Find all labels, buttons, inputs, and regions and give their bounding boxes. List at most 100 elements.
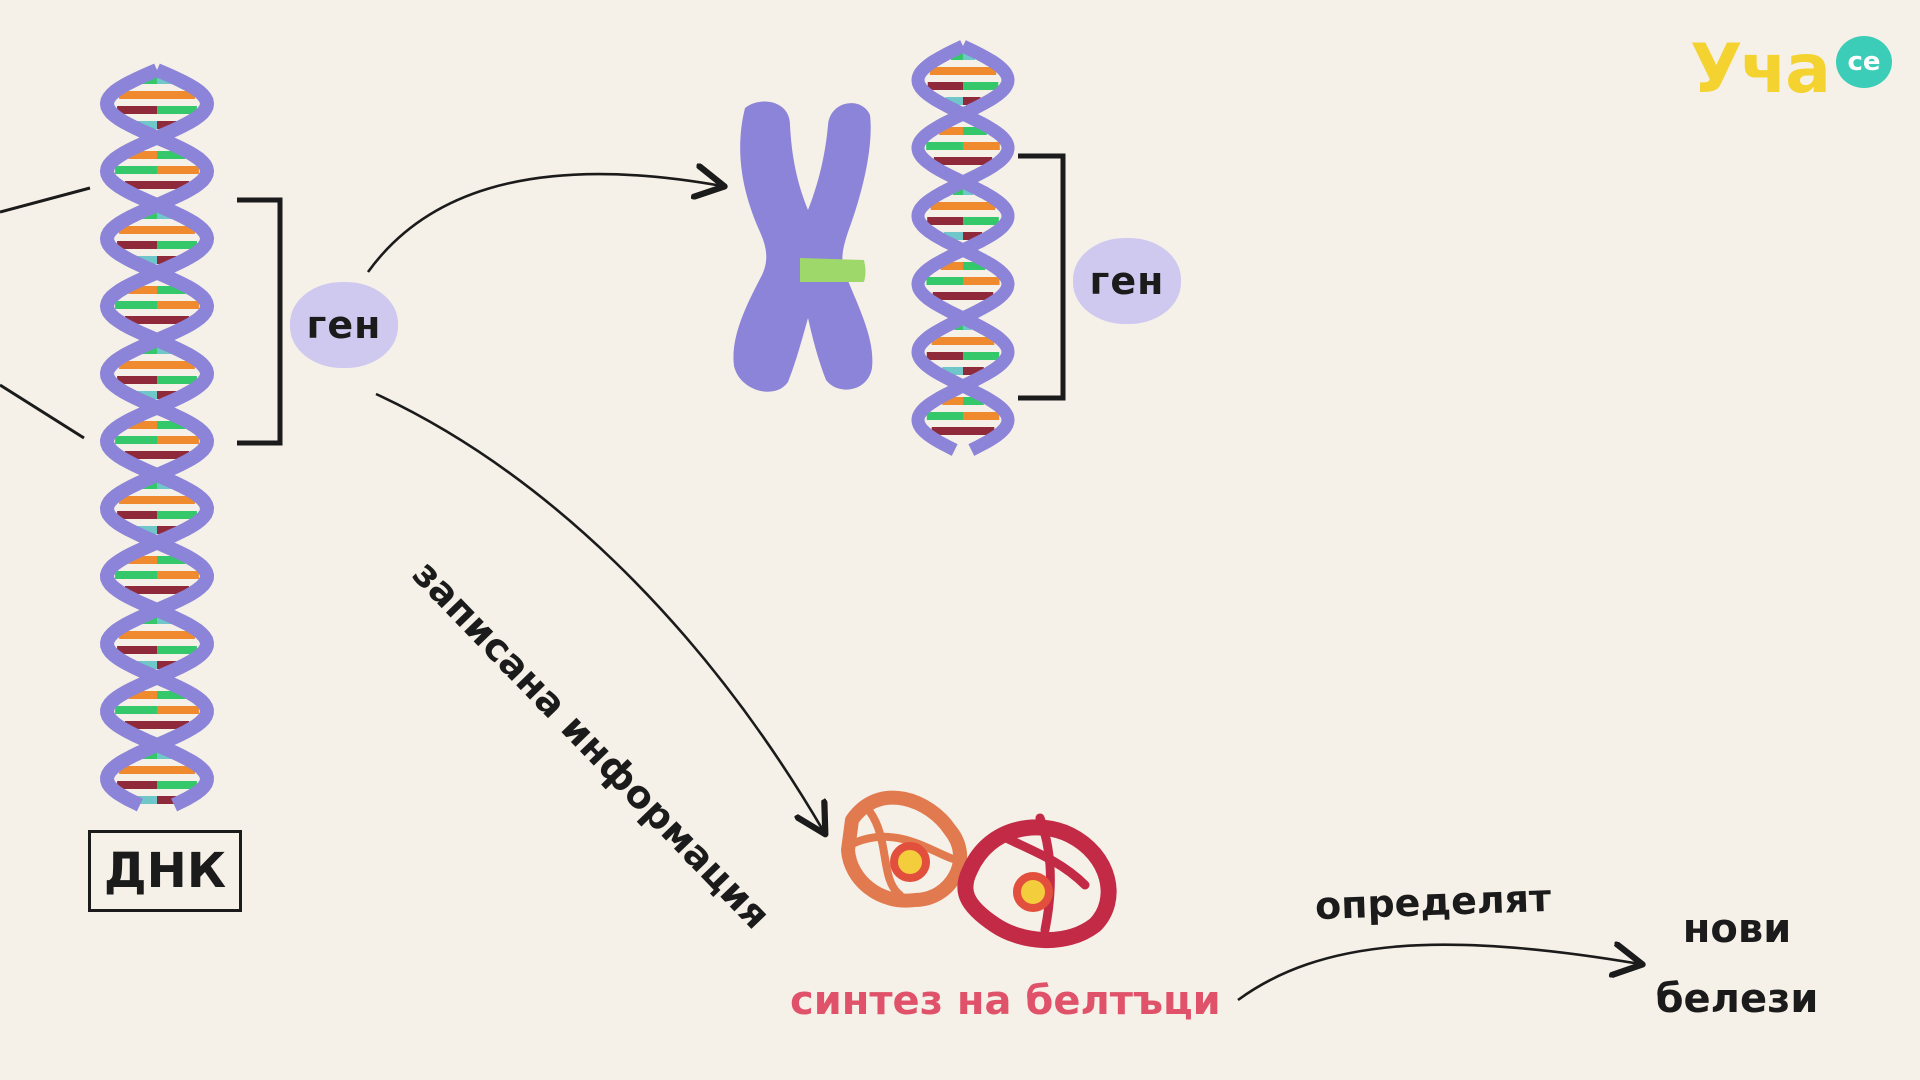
new-traits-label: нови белези — [1652, 894, 1822, 1034]
base-pair-left-half — [115, 571, 157, 579]
base-pair-left-half — [942, 397, 963, 405]
protein-synthesis-label: синтез на белтъци — [790, 978, 1221, 1024]
dna-label-box: ДНК — [88, 830, 242, 912]
base-pair-right-half — [157, 376, 197, 384]
base-pair-right-half — [963, 157, 993, 165]
zoom-line-top — [0, 186, 91, 214]
base-pair-right-half — [963, 427, 995, 435]
base-pair-left-half — [137, 121, 157, 129]
base-pair-left-half — [931, 337, 963, 345]
base-pair-left-half — [124, 181, 157, 189]
base-pair-right-half — [157, 661, 177, 669]
base-pair-left-half — [939, 127, 963, 135]
base-pair-left-half — [137, 526, 157, 534]
base-pair-right-half — [963, 232, 983, 240]
base-pair-left-half — [940, 262, 963, 270]
base-pair-right-half — [157, 391, 177, 399]
base-pair-right-half — [157, 646, 197, 654]
base-pair-right-half — [157, 181, 190, 189]
base-pair-left-half — [930, 202, 963, 210]
base-pair-right-half — [157, 256, 177, 264]
base-pair-left-half — [926, 142, 963, 150]
base-pair-left-half — [933, 157, 963, 165]
base-pair-right-half — [157, 571, 199, 579]
base-pair-right-half — [157, 151, 186, 159]
base-pair-left-half — [128, 556, 157, 564]
new-traits-line1: нови — [1682, 906, 1792, 952]
base-pair-right-half — [157, 781, 197, 789]
gene-label-left: ген — [290, 282, 398, 368]
base-pair-left-half — [124, 316, 157, 324]
dna-strand-b — [99, 63, 215, 812]
base-pair-left-half — [128, 286, 157, 294]
base-pair-right-half — [963, 337, 995, 345]
arrow-to-traits — [1237, 945, 1640, 1002]
logo-text: Уча — [1690, 30, 1831, 109]
protein-orange — [841, 790, 967, 908]
dna-label: ДНК — [103, 843, 227, 899]
base-pair-left-half — [117, 241, 157, 249]
gene-label-left-text: ген — [306, 303, 382, 347]
base-pair-left-half — [119, 91, 157, 99]
base-pair-left-half — [128, 421, 157, 429]
base-pair-left-half — [115, 706, 157, 714]
base-pair-left-half — [137, 391, 157, 399]
base-pair-right-half — [157, 631, 195, 639]
base-pair-right-half — [157, 796, 177, 804]
arrow-to-proteins — [375, 392, 824, 832]
base-pair-left-half — [124, 451, 157, 459]
base-pair-right-half — [157, 316, 190, 324]
base-pair-right-half — [157, 706, 199, 714]
base-pair-right-half — [157, 361, 195, 369]
base-pair-left-half — [926, 352, 963, 360]
base-pair-right-half — [157, 451, 190, 459]
zoom-line-bottom — [0, 383, 85, 440]
base-pair-left-half — [117, 646, 157, 654]
base-pair-right-half — [963, 142, 1000, 150]
base-pair-right-half — [157, 106, 197, 114]
ucha-logo[interactable]: Уча — [1690, 30, 1831, 109]
base-pair-right-half — [963, 262, 986, 270]
base-pair-right-half — [157, 586, 190, 594]
base-pair-left-half — [128, 151, 157, 159]
new-traits-line2: белези — [1655, 976, 1819, 1022]
dna-strand-a — [99, 63, 215, 812]
base-pair-left-half — [117, 511, 157, 519]
base-pair-left-half — [926, 277, 963, 285]
base-pair-right-half — [963, 82, 999, 90]
base-pair-right-half — [963, 397, 984, 405]
base-pair-right-half — [963, 202, 996, 210]
base-pair-right-half — [963, 97, 981, 105]
base-pair-left-half — [128, 691, 157, 699]
base-pair-right-half — [157, 496, 195, 504]
base-pair-left-half — [137, 796, 157, 804]
chromosome — [733, 101, 873, 392]
base-pair-right-half — [963, 352, 1000, 360]
base-pair-left-half — [927, 82, 963, 90]
base-pair-right-half — [963, 412, 1000, 420]
base-pair-left-half — [943, 232, 963, 240]
base-pair-right-half — [963, 277, 1000, 285]
base-pair-left-half — [115, 166, 157, 174]
base-pair-right-half — [157, 421, 186, 429]
base-pair-right-half — [157, 286, 186, 294]
base-pair-left-half — [117, 781, 157, 789]
base-pair-left-half — [119, 766, 157, 774]
base-pair-left-half — [117, 106, 157, 114]
base-pair-right-half — [157, 121, 177, 129]
base-pair-right-half — [963, 292, 994, 300]
base-pair-left-half — [137, 661, 157, 669]
determine-label: определят — [1314, 875, 1552, 929]
base-pair-right-half — [157, 691, 186, 699]
gene-label-right: ген — [1073, 238, 1181, 324]
base-pair-right-half — [963, 217, 999, 225]
base-pair-right-half — [157, 511, 197, 519]
gene-label-right-text: ген — [1089, 259, 1165, 303]
dna-strand-a — [911, 40, 1015, 456]
base-pair-right-half — [157, 766, 195, 774]
base-pair-left-half — [119, 496, 157, 504]
base-pair-left-half — [115, 301, 157, 309]
base-pair-left-half — [124, 721, 157, 729]
dna-helix-right — [911, 40, 1015, 456]
